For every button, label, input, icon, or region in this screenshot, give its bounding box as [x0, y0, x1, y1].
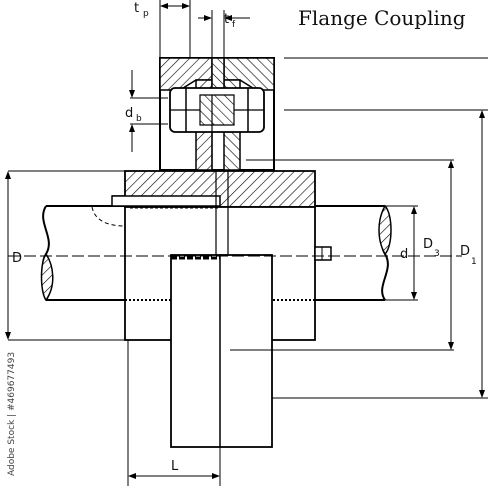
label-D: D	[12, 251, 22, 266]
label-D3: D	[423, 237, 433, 252]
flange-lower	[170, 254, 273, 448]
label-db: d	[125, 106, 133, 121]
label-db-sub: b	[136, 114, 142, 124]
shaft	[40, 204, 392, 302]
dimension-lines	[5, 0, 488, 486]
label-tf-sub: f	[232, 20, 236, 30]
dimension-labels: t p t f d b D d D 3 D 1 L	[12, 1, 477, 474]
label-D1-sub: 1	[471, 257, 477, 267]
label-D1: D	[460, 244, 470, 259]
diagram-title: Flange Coupling	[298, 6, 466, 30]
label-D3-sub: 3	[434, 249, 440, 259]
label-tf: t	[224, 12, 229, 27]
label-L: L	[171, 459, 179, 474]
label-tp: t	[134, 1, 139, 16]
stock-id: Adobe Stock | #469677493	[7, 352, 17, 476]
flange	[159, 57, 275, 171]
label-d: d	[400, 247, 408, 262]
label-tp-sub: p	[143, 9, 149, 19]
